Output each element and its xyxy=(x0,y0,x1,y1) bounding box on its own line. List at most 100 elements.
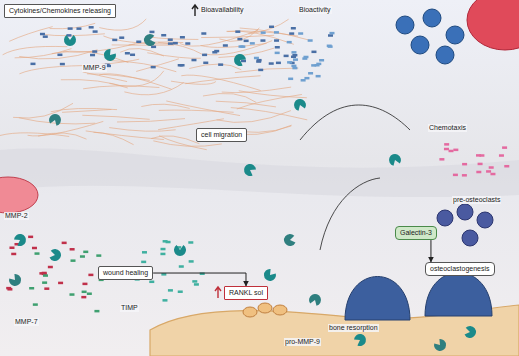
cytokine xyxy=(162,299,167,302)
annotation-label: Bioavailability xyxy=(200,6,244,14)
cytokine xyxy=(203,62,208,65)
cytokine xyxy=(83,251,88,254)
box-text: RANKL sol xyxy=(229,289,263,297)
text-box: cell migration xyxy=(196,128,247,142)
cytokine xyxy=(142,251,147,254)
ecm-fibre xyxy=(204,41,272,55)
ecm-fibre xyxy=(82,115,149,119)
blood-vessel xyxy=(467,0,519,50)
cytokine xyxy=(180,36,185,39)
cytokine xyxy=(237,38,242,41)
mmp-enzyme xyxy=(353,332,368,348)
cytokine xyxy=(43,35,48,38)
ecm-fibre xyxy=(181,75,260,90)
cytokine xyxy=(284,55,289,58)
mmp-enzyme xyxy=(242,162,257,178)
osteoclast xyxy=(425,273,492,317)
cytokine xyxy=(308,39,313,42)
cytokine xyxy=(291,65,296,68)
mmp-enzyme xyxy=(64,35,76,46)
cytokine xyxy=(256,60,261,63)
ecm-fibre xyxy=(159,110,234,112)
cytokine xyxy=(502,146,507,149)
cytokine xyxy=(479,154,484,157)
cytokine xyxy=(453,149,458,152)
cytokine xyxy=(149,281,154,284)
cytokine xyxy=(80,255,85,258)
cytokine xyxy=(476,171,481,174)
ecm-fibre xyxy=(136,59,179,72)
immune-cell xyxy=(396,16,414,34)
pathway-line xyxy=(300,105,410,140)
mmp-enzyme xyxy=(292,97,307,111)
ecm-fibre xyxy=(222,87,291,93)
cytokine xyxy=(30,63,35,66)
immune-cell xyxy=(411,36,429,54)
ecm-fibre xyxy=(117,119,185,122)
osteoclast xyxy=(345,277,410,321)
cytokine xyxy=(444,143,449,146)
cytokine xyxy=(34,252,39,255)
annotation-label: pro-MMP-9 xyxy=(284,338,321,346)
ecm-fibre xyxy=(151,136,199,144)
ecm-fibre xyxy=(218,48,274,57)
ecm-fibre xyxy=(219,28,259,42)
cytokine xyxy=(28,236,33,239)
cytokine xyxy=(168,42,173,45)
cytokine xyxy=(274,31,279,34)
cytokine xyxy=(87,292,92,295)
increase-arrow xyxy=(215,287,221,298)
cytokine xyxy=(292,54,297,57)
cytokine xyxy=(68,27,73,30)
cytokine xyxy=(258,69,263,72)
precursor-cell xyxy=(462,230,478,246)
ecm-fibre xyxy=(149,37,198,39)
increase-arrow xyxy=(192,5,198,16)
cytokine xyxy=(89,26,94,29)
cytokine xyxy=(43,274,48,277)
cytokine xyxy=(161,248,166,251)
cytokine xyxy=(82,283,87,286)
cytokine xyxy=(212,51,217,54)
ecm-fibre xyxy=(13,103,73,118)
cytokine xyxy=(57,54,62,57)
ecm-fibre xyxy=(51,108,117,111)
ecm-fibre xyxy=(63,44,136,52)
cytokine xyxy=(260,39,265,42)
ecm-fibre xyxy=(166,101,240,116)
cytokine xyxy=(149,31,154,34)
cytokine xyxy=(168,38,173,41)
text-box: Cytokines/Chemokines releasing xyxy=(4,4,116,18)
cytokine xyxy=(462,174,467,177)
cytokine xyxy=(235,30,240,32)
ecm-fibre xyxy=(112,44,174,45)
annotation-label: bone resorption xyxy=(328,324,379,332)
cytokine xyxy=(191,59,196,62)
ecm-fibre xyxy=(19,50,97,59)
connector-arrow xyxy=(153,273,246,286)
cytokine xyxy=(202,54,207,57)
cytokine xyxy=(291,27,296,30)
cytokine xyxy=(194,283,199,286)
mmp-enzyme xyxy=(308,292,323,306)
cytokine xyxy=(173,42,178,45)
cytokine xyxy=(94,310,99,313)
cytokine xyxy=(275,46,280,49)
cytokine xyxy=(303,56,308,59)
cytokine xyxy=(504,165,509,168)
cytokine xyxy=(161,34,166,37)
cytokine xyxy=(40,33,45,36)
box-text: wound healing xyxy=(103,269,148,277)
cytokine xyxy=(311,51,316,54)
precursor-cell xyxy=(477,212,493,228)
mmp-enzyme xyxy=(262,267,278,283)
cytokine xyxy=(328,45,333,48)
precursor-cell xyxy=(437,210,453,226)
connector-arrow xyxy=(430,240,431,262)
cytokine xyxy=(291,51,296,54)
cytokine xyxy=(287,61,292,64)
blood-vessel xyxy=(0,177,38,213)
box-text: Cytokines/Chemokines releasing xyxy=(9,7,111,15)
